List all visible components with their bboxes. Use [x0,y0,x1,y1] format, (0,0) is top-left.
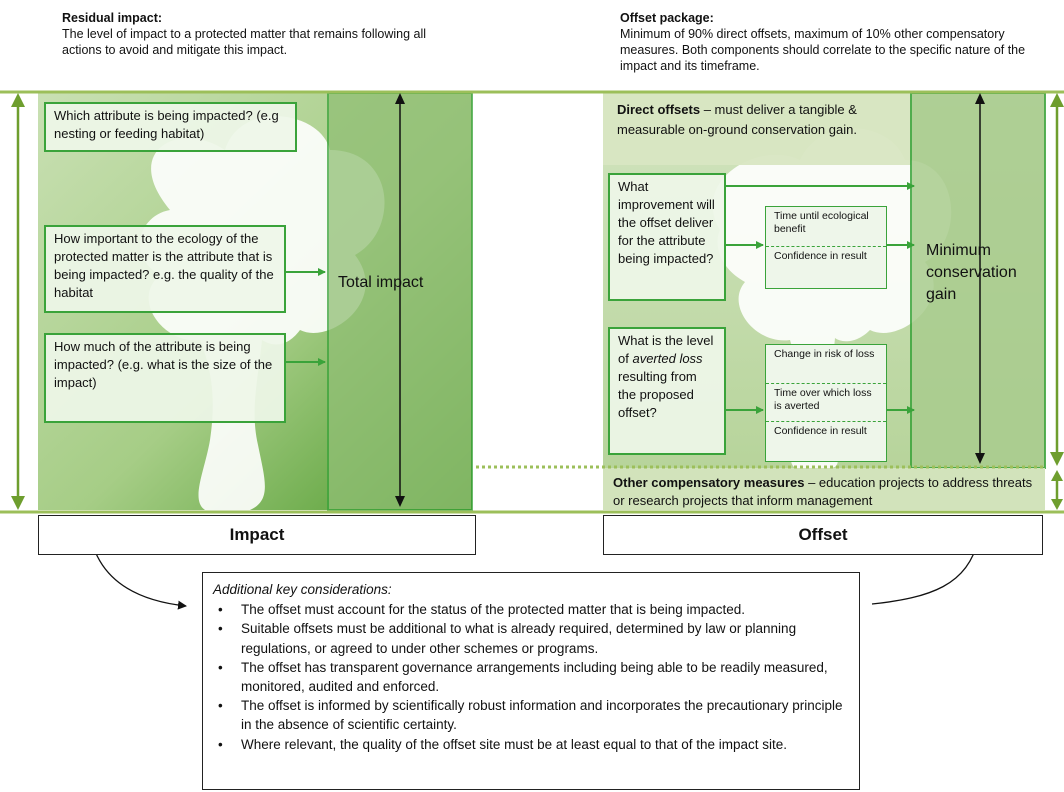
considerations-title: Additional key considerations: [213,582,392,597]
consideration-item: The offset is informed by scientifically… [213,696,849,734]
offset-question-averted-loss: What is the level of averted loss result… [608,327,726,455]
averted-question-em: averted loss [632,351,703,366]
total-impact-label: Total impact [338,274,424,291]
factor-time-until-benefit: Time until ecological benefit [774,210,869,235]
impact-footer-label: Impact [38,515,476,555]
impact-question-amount: How much of the attribute is being impac… [44,333,286,423]
impact-question-importance: How important to the ecology of the prot… [44,225,286,313]
consideration-item: Where relevant, the quality of the offse… [213,735,849,754]
offset-question-improvement: What improvement will the offset deliver… [608,173,726,301]
factor-confidence-averted: Confidence in result [766,421,886,440]
averted-question-pre: What is the level of [618,333,714,366]
other-measures-band [603,468,1045,510]
averted-question-post: resulting from the proposed offset? [618,369,697,420]
consideration-item: Suitable offsets must be additional to w… [213,619,849,657]
other-measures-text: Other compensatory measures – education … [613,474,1043,510]
direct-offsets-title: Direct offsets [617,102,701,117]
minimum-gain-arrow [975,93,985,464]
impact-tree-silhouette [139,116,385,510]
offset-package-header: Offset package: Minimum of 90% direct of… [620,10,1040,74]
offset-package-title: Offset package: [620,11,714,25]
left-extent-arrow [11,93,25,510]
minimum-gain-label: Minimum conservation gain [926,242,1017,303]
improvement-factors-box: Time until ecological benefit Confidence… [765,206,887,289]
residual-impact-header: Residual impact: The level of impact to … [62,10,462,58]
residual-impact-title: Residual impact: [62,11,163,25]
offset-package-text: Minimum of 90% direct offsets, maximum o… [620,27,1026,73]
direct-offsets-desc: – must deliver a tangible & measurable o… [617,102,857,137]
consideration-item: The offset must account for the status o… [213,600,849,619]
other-measures-desc: – education projects to address threats … [613,475,1033,508]
factor-confidence-improvement: Confidence in result [766,246,886,265]
direct-offsets-text: Direct offsets – must deliver a tangible… [617,100,897,140]
impact-question-attribute: Which attribute is being impacted? (e.g … [44,102,297,152]
considerations-box: Additional key considerations: The offse… [202,572,860,790]
considerations-list: The offset must account for the status o… [213,600,849,754]
offset-footer-label: Offset [603,515,1043,555]
right-extent-arrows [1050,93,1064,510]
residual-impact-text: The level of impact to a protected matte… [62,27,427,57]
consideration-item: The offset has transparent governance ar… [213,658,849,696]
direct-offsets-band [603,93,911,165]
factor-change-in-risk: Change in risk of loss [774,348,875,360]
minimum-gain-bar [910,92,1046,469]
total-impact-arrow [395,93,405,507]
factor-time-loss-averted: Time over which loss is averted [766,383,886,421]
other-measures-title: Other compensatory measures [613,475,805,490]
averted-factors-box: Change in risk of loss Time over which l… [765,344,887,462]
